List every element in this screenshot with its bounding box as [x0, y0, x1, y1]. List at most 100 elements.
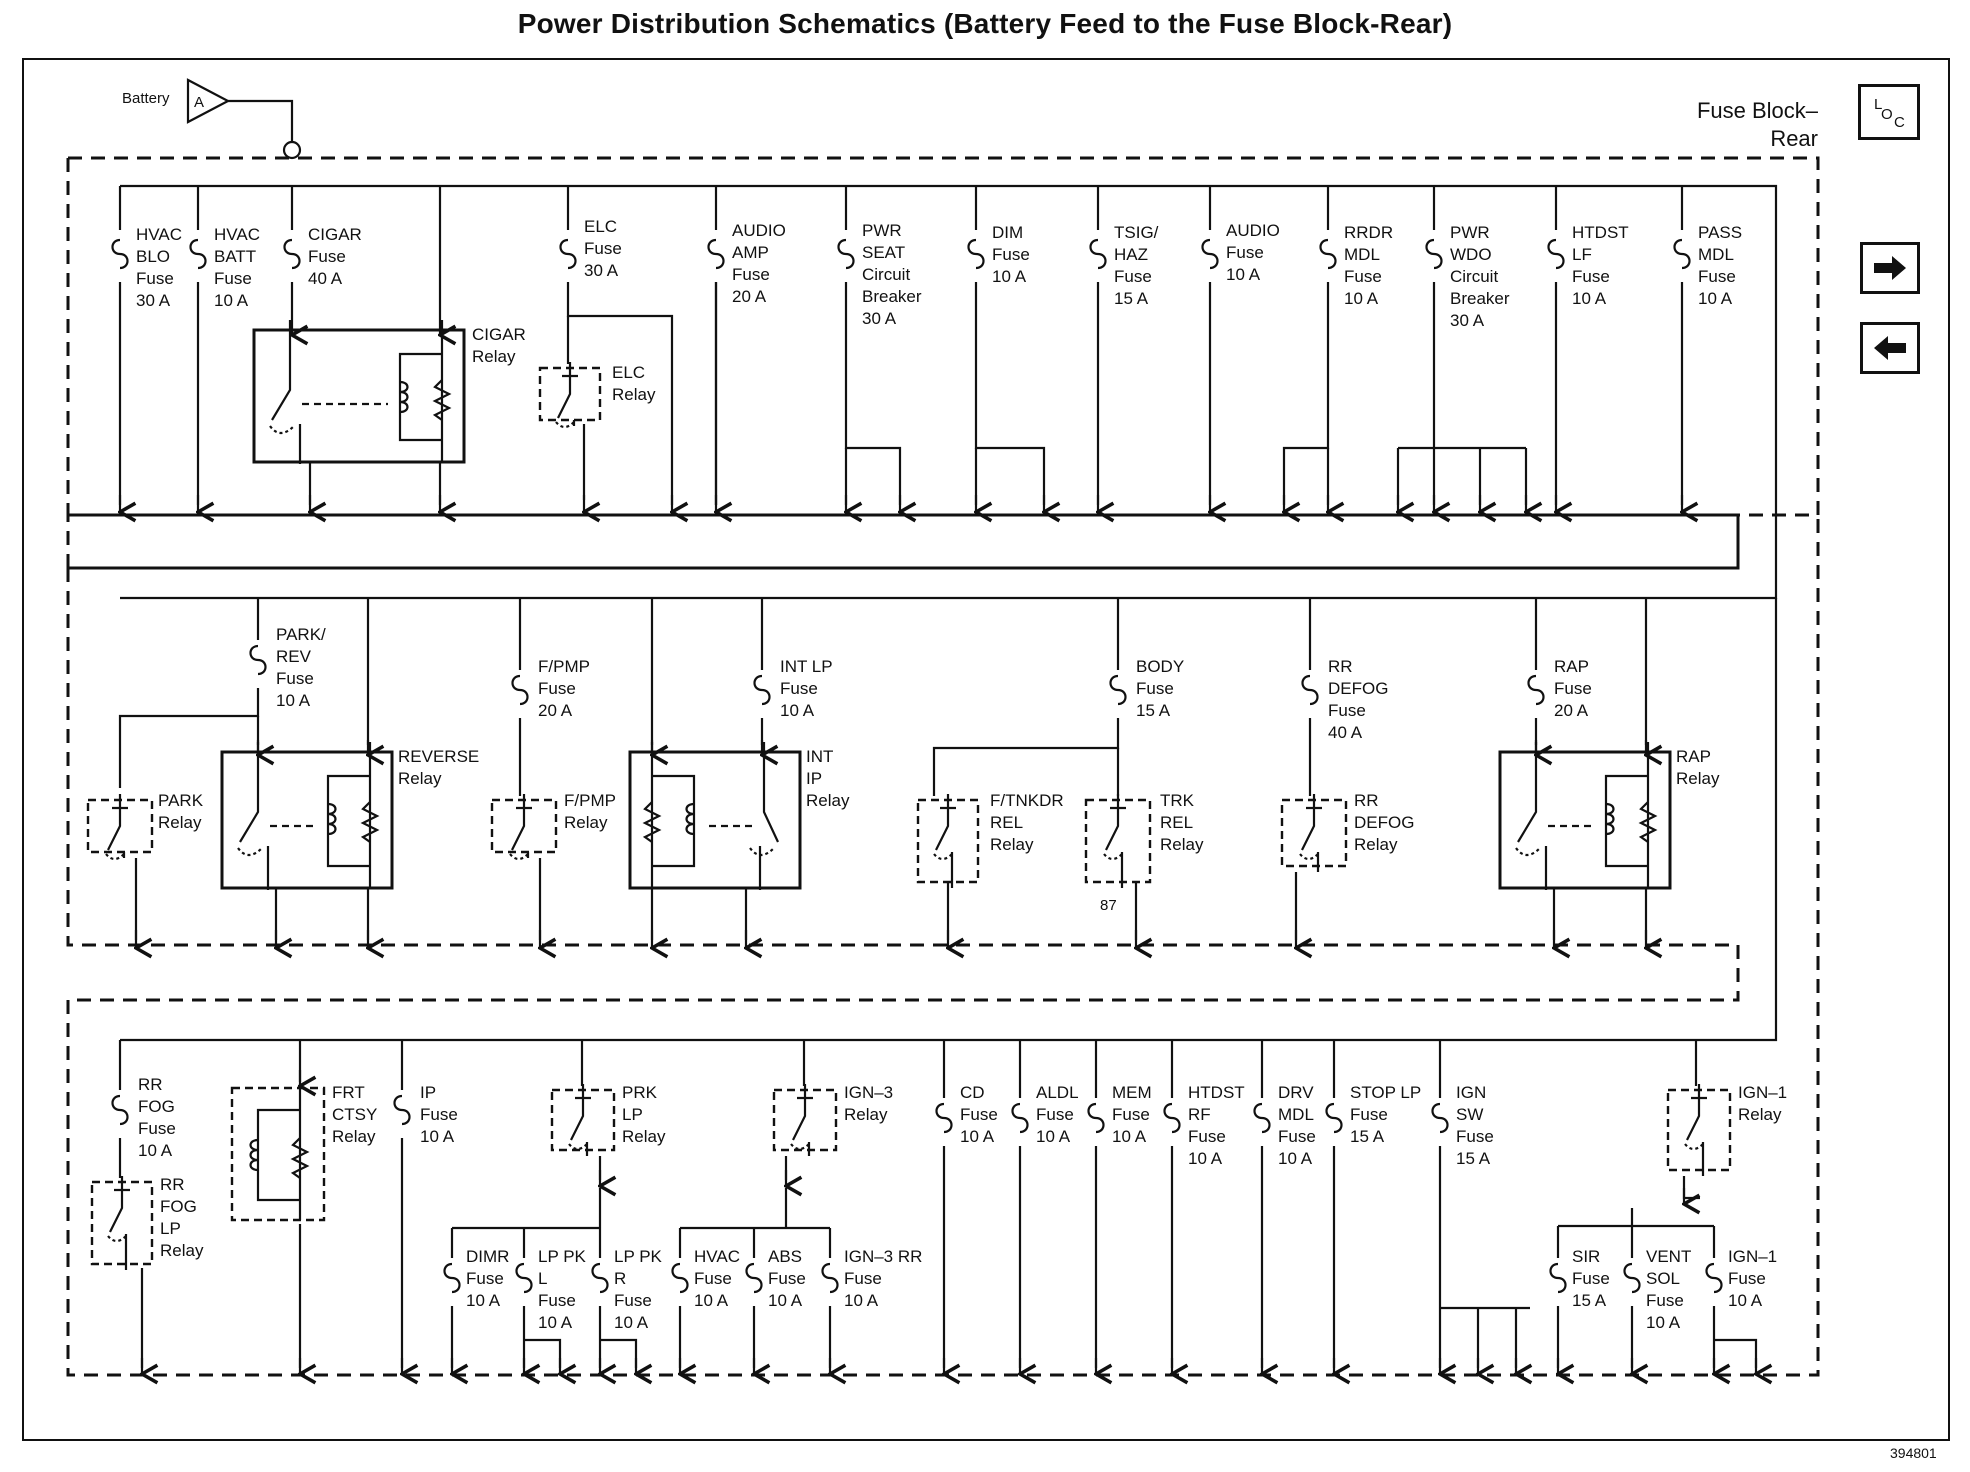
- subfuse-label: R: [614, 1269, 626, 1288]
- fuse-label-row2: DEFOG: [1328, 679, 1388, 698]
- fuse-label-row1: HVAC: [136, 225, 182, 244]
- fuse-label-row1: Fuse: [1226, 243, 1264, 262]
- relay-switch: [758, 742, 779, 890]
- fuse-label-row1: 10 A: [1572, 289, 1607, 308]
- fuse-label-row1: AMP: [732, 243, 769, 262]
- relay-arc: [237, 847, 263, 857]
- fuse-label-row1: LF: [1572, 245, 1592, 264]
- fuse-label-row2: RR: [1328, 657, 1353, 676]
- fuse-label-row3: 15 A: [1350, 1127, 1385, 1146]
- fuse-label-row1: 40 A: [308, 269, 343, 288]
- fuse-label-row2: RAP: [1554, 657, 1589, 676]
- fuse-label-row3: Fuse: [1350, 1105, 1388, 1124]
- relay-coil-loop: [1604, 774, 1648, 868]
- subfuse-label: Fuse: [844, 1269, 882, 1288]
- coil-symbol: [399, 380, 409, 414]
- fuse-label-row1: Fuse: [136, 269, 174, 288]
- fuse-label-row1: PWR: [862, 221, 902, 240]
- back-button[interactable]: [1860, 322, 1920, 374]
- fuse-symbol: [745, 1262, 763, 1294]
- relay-switch: [271, 320, 302, 464]
- fuse-symbol: [1623, 1262, 1641, 1294]
- subfuse-label: Fuse: [768, 1269, 806, 1288]
- subfuse-label: 15 A: [1572, 1291, 1607, 1310]
- wire: [118, 688, 260, 788]
- wire: [1558, 1208, 1714, 1228]
- fuse-label-row3: Fuse: [960, 1105, 998, 1124]
- fuse-label-row1: Fuse: [1572, 267, 1610, 286]
- wire: [974, 282, 1046, 505]
- page-title: Power Distribution Schematics (Battery F…: [517, 8, 1453, 39]
- subfuse-label: 10 A: [694, 1291, 729, 1310]
- fuse-label-row3: 10 A: [1278, 1149, 1313, 1168]
- fuse-symbol: [1163, 1102, 1181, 1134]
- fuse-label-row1: Fuse: [214, 269, 252, 288]
- fuse-label-row1: BATT: [214, 247, 256, 266]
- relay-label-row3: FRT: [332, 1083, 365, 1102]
- svg-text:C: C: [1894, 114, 1905, 131]
- coil-symbol: [327, 802, 337, 836]
- fuse-label-row1: Fuse: [992, 245, 1030, 264]
- loc-button[interactable]: L O C: [1858, 84, 1920, 140]
- forward-button[interactable]: [1860, 242, 1920, 294]
- subfuse-label: LP PK: [538, 1247, 587, 1266]
- fuse-label-row1: CIGAR: [308, 225, 362, 244]
- fuse-block-label: Fuse Block–: [1697, 98, 1819, 123]
- relay-arc: [1515, 847, 1541, 857]
- fuse-symbol: [189, 238, 207, 270]
- fuse-label-row1: 10 A: [1698, 289, 1733, 308]
- fuse-label-row1: Fuse: [1114, 267, 1152, 286]
- wire: [256, 1088, 302, 1220]
- fuse-label-row1: ELC: [584, 217, 617, 236]
- fuse-symbol: [1319, 238, 1337, 270]
- subfuse-label: Fuse: [538, 1291, 576, 1310]
- relay-contact: [109, 1176, 130, 1270]
- resistor-symbol: [432, 379, 452, 421]
- fuse-label-row2: 40 A: [1328, 723, 1363, 742]
- relay-contact: [511, 794, 532, 858]
- fuse-label-row1: Circuit: [1450, 267, 1498, 286]
- right-arrow-icon: [1874, 256, 1906, 280]
- relay-label-row2: Relay: [158, 813, 202, 832]
- subfuse-label: Fuse: [1646, 1291, 1684, 1310]
- relay-label-row2: Relay: [564, 813, 608, 832]
- relay-contact: [1105, 794, 1126, 888]
- fuse-label-row3: 10 A: [420, 1127, 455, 1146]
- relay-contact: [1301, 794, 1322, 872]
- relay-label-row2: Relay: [1160, 835, 1204, 854]
- relay-label-row1: CIGAR: [472, 325, 526, 344]
- fuse-label-row3: Fuse: [1112, 1105, 1150, 1124]
- fuse-label-row1: AUDIO: [732, 221, 786, 240]
- fuse-label-row2: 10 A: [276, 691, 311, 710]
- fuse-label-row1: 30 A: [136, 291, 171, 310]
- fuse-label-row2: F/PMP: [538, 657, 590, 676]
- relay-contact: [935, 794, 956, 888]
- subfuse-label: 10 A: [538, 1313, 573, 1332]
- subfuse-label: SOL: [1646, 1269, 1680, 1288]
- subfuse-label: Fuse: [694, 1269, 732, 1288]
- fuse-symbol: [1527, 674, 1545, 706]
- fuse-symbol: [1201, 238, 1219, 270]
- fuse-symbol: [1325, 1102, 1343, 1134]
- relay-label-row2: RAP: [1676, 747, 1711, 766]
- subfuse-label: 10 A: [1646, 1313, 1681, 1332]
- fuse-symbol: [837, 238, 855, 270]
- relay-arc: [1103, 853, 1123, 861]
- fuse-label-row2: Fuse: [1328, 701, 1366, 720]
- relay-label-row2: Relay: [1354, 835, 1398, 854]
- fuse-symbol: [1547, 238, 1565, 270]
- relay-label-row3: IGN–1: [1738, 1083, 1787, 1102]
- diagram-frame: [22, 58, 1950, 1441]
- fuse-label-row3: HTDST: [1188, 1083, 1245, 1102]
- subfuse-label: IGN–3 RR: [844, 1247, 922, 1266]
- fuse-symbol: [393, 1094, 411, 1126]
- fuse-label-row3: 10 A: [1188, 1149, 1223, 1168]
- relay-label-row3: Relay: [160, 1241, 204, 1260]
- fuse-label-row1: HAZ: [1114, 245, 1148, 264]
- fuse-symbol: [283, 238, 301, 270]
- subfuse-label: LP PK: [614, 1247, 663, 1266]
- resistor-symbol: [360, 801, 380, 843]
- fuse-symbol: [1673, 238, 1691, 270]
- relay-label-row3: Relay: [332, 1127, 376, 1146]
- cigar-relay: [252, 328, 466, 464]
